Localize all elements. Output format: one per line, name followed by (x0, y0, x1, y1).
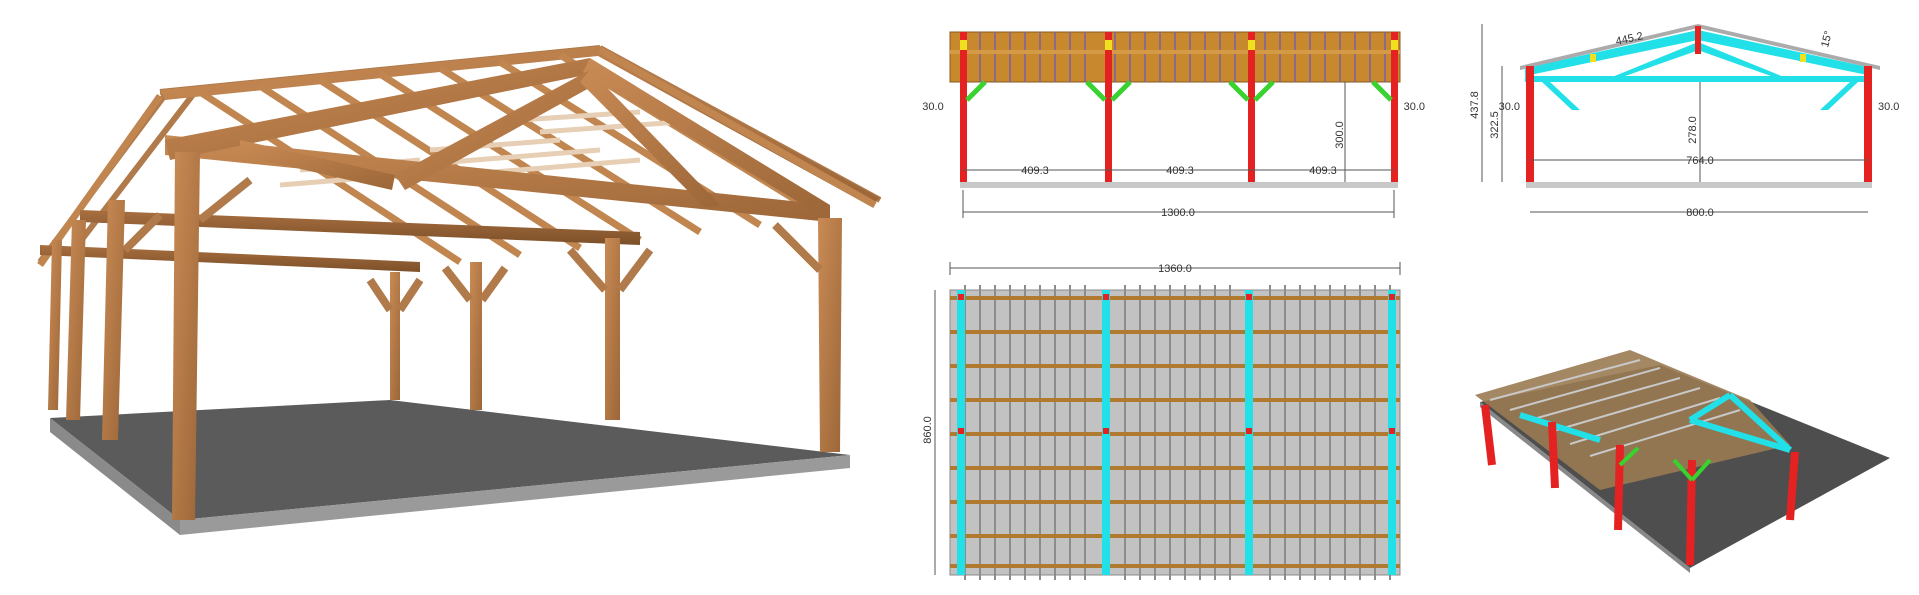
roof-battens-front (964, 32, 1386, 82)
structural-3d-view (1460, 340, 1919, 590)
column-front-left (172, 152, 200, 520)
column-mid-right-3 (390, 272, 400, 400)
column-left-4 (48, 240, 62, 410)
dim-rafter-length: 445.2 (1615, 30, 1644, 47)
dim-roof-width: 860.0 (922, 416, 934, 444)
dim-side-left-offset: 30.0 (1499, 101, 1520, 113)
knee-braces (122, 176, 823, 313)
dim-roof-length: 1360.0 (1158, 263, 1192, 275)
column-left-3 (66, 220, 86, 420)
dim-column-height-side: 278.0 (1687, 116, 1699, 144)
concrete-slab (50, 400, 850, 520)
small-truss (1519, 392, 1793, 453)
dim-total-height: 437.8 (1469, 91, 1481, 119)
columns (48, 152, 842, 520)
front-columns (960, 32, 1398, 182)
roof-plan-view: 1360.0 860.0 (905, 250, 1425, 585)
side-columns (1526, 26, 1872, 182)
plan-purlins (950, 296, 1400, 568)
roof-small (1475, 350, 1790, 490)
dim-left-offset: 30.0 (922, 101, 943, 113)
front-truss (165, 58, 830, 222)
connectors (960, 40, 1398, 50)
plan-post-marks (958, 294, 1395, 434)
column-mid-right-2 (470, 262, 482, 410)
front-braces (965, 80, 1393, 102)
column-left-2 (102, 200, 125, 440)
side-beams (40, 210, 640, 272)
dim-roof-pitch: 15° (1819, 30, 1835, 49)
column-front-right (818, 218, 842, 452)
dim-bay-2: 409.3 (1166, 165, 1194, 177)
render-3d-timber-pavilion (0, 0, 900, 590)
dim-bay-3: 409.3 (1309, 165, 1337, 177)
dim-overall-length: 1300.0 (1161, 207, 1195, 219)
front-elevation-view: 409.3 409.3 409.3 1300.0 300.0 30.0 30.0 (905, 10, 1425, 230)
column-mid-right-1 (605, 238, 620, 420)
dim-right-offset: 30.0 (1404, 101, 1425, 113)
dim-side-right-offset: 30.0 (1878, 101, 1899, 113)
dim-overall-width: 800.0 (1686, 207, 1714, 219)
small-braces (1618, 446, 1712, 482)
side-connectors (1590, 54, 1806, 62)
dim-column-height: 300.0 (1334, 121, 1346, 149)
dim-inner-span: 764.0 (1686, 155, 1714, 167)
dim-eave-height: 322.5 (1489, 111, 1501, 139)
side-elevation-view: 445.2 15° 437.8 322.5 278.0 764.0 800.0 … (1460, 10, 1919, 230)
dim-bay-1: 409.3 (1021, 165, 1049, 177)
